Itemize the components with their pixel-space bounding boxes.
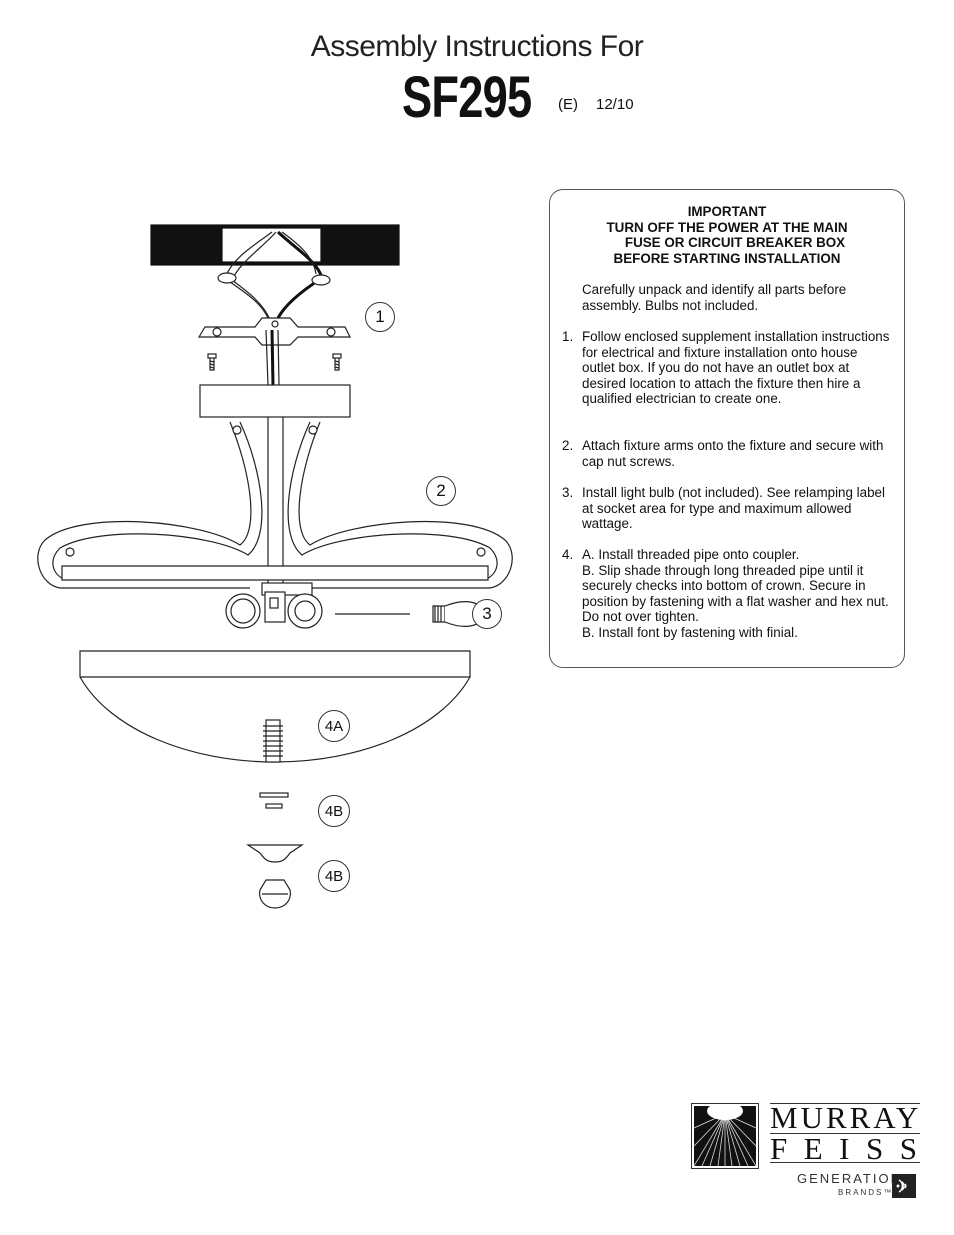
downrod	[267, 417, 284, 585]
logo-murray: MURRAY	[770, 1100, 922, 1135]
callout-4a: 4A	[318, 710, 350, 742]
arm-right-inner	[287, 421, 498, 581]
callout-3: 3	[472, 599, 502, 629]
canopy	[199, 384, 351, 418]
callout-4b-washer: 4B	[318, 795, 350, 827]
mounting-bracket	[197, 317, 351, 346]
edition-label: (E)	[558, 96, 578, 113]
flat-washer	[259, 792, 289, 798]
safety-warning: IMPORTANT TURN OFF THE POWER AT THE MAIN…	[550, 204, 904, 266]
step-number: 4.	[562, 547, 574, 562]
mounting-screw-right	[332, 353, 342, 371]
step-text: Attach fixture arms onto the fixture and…	[582, 438, 884, 469]
step-text: Follow enclosed supplement installation …	[582, 329, 890, 407]
step-text: B. Slip shade through long threaded pipe…	[582, 562, 889, 625]
hex-nut	[265, 803, 283, 809]
threaded-pipe	[263, 719, 283, 763]
step-3: 3. Install light bulb (not included). Se…	[562, 485, 892, 532]
step-text: A. Install threaded pipe onto coupler.	[582, 547, 800, 562]
brand-logo: MURRAY FEISS GENERATION BRANDS™	[691, 1100, 922, 1203]
arm-right	[298, 421, 513, 589]
logo-generation: GENERATION	[797, 1171, 902, 1186]
logo-rule-bottom	[770, 1162, 920, 1163]
font-cup	[246, 844, 304, 863]
logo-rule-top	[770, 1103, 920, 1104]
arm-crossbar	[61, 565, 489, 581]
warning-line: IMPORTANT	[687, 204, 767, 219]
step-number: 2.	[562, 438, 574, 453]
arm-left-inner	[52, 421, 263, 581]
intro-text: Carefully unpack and identify all parts …	[582, 282, 847, 313]
model-number: SF295	[402, 65, 532, 130]
wire-right-b	[281, 231, 317, 275]
callout-2: 2	[426, 476, 456, 506]
step-4: 4. A. Install threaded pipe onto coupler…	[562, 547, 892, 641]
starburst-icon	[691, 1102, 759, 1169]
fixture-exploded-diagram: 1 2 3 4A 4B 4B	[0, 180, 540, 940]
arm-left	[37, 421, 252, 589]
logo-brands: BRANDS™	[838, 1188, 894, 1197]
logo-feiss: FEISS	[770, 1131, 934, 1166]
wire-nut-left	[217, 272, 237, 284]
step-number: 1.	[562, 329, 574, 344]
wire-nut-right	[311, 274, 331, 286]
step-1: 1. Follow enclosed supplement installati…	[562, 329, 892, 407]
step-number: 3.	[562, 485, 574, 500]
logo-rule-mid	[770, 1133, 920, 1134]
instructions-panel: IMPORTANT TURN OFF THE POWER AT THE MAIN…	[549, 189, 905, 668]
socket-cluster	[225, 582, 323, 629]
warning-line: TURN OFF THE POWER AT THE MAIN	[606, 219, 848, 235]
step-text: B. Install font by fastening with finial…	[582, 624, 798, 640]
warning-line: BEFORE STARTING INSTALLATION	[613, 250, 841, 266]
step-text: Install light bulb (not included). See r…	[582, 485, 885, 532]
warning-line: FUSE OR CIRCUIT BREAKER BOX	[624, 235, 846, 250]
callout-4b-finial: 4B	[318, 860, 350, 892]
callout-1: 1	[365, 302, 395, 332]
mounting-screw-left	[207, 353, 217, 371]
revision-date: 12/10	[596, 96, 634, 113]
fixture-diagram-svg	[37, 224, 513, 909]
generation-brands-icon	[892, 1174, 916, 1198]
step-2: 2. Attach fixture arms onto the fixture …	[562, 438, 892, 469]
document-title: Assembly Instructions For	[310, 30, 644, 63]
